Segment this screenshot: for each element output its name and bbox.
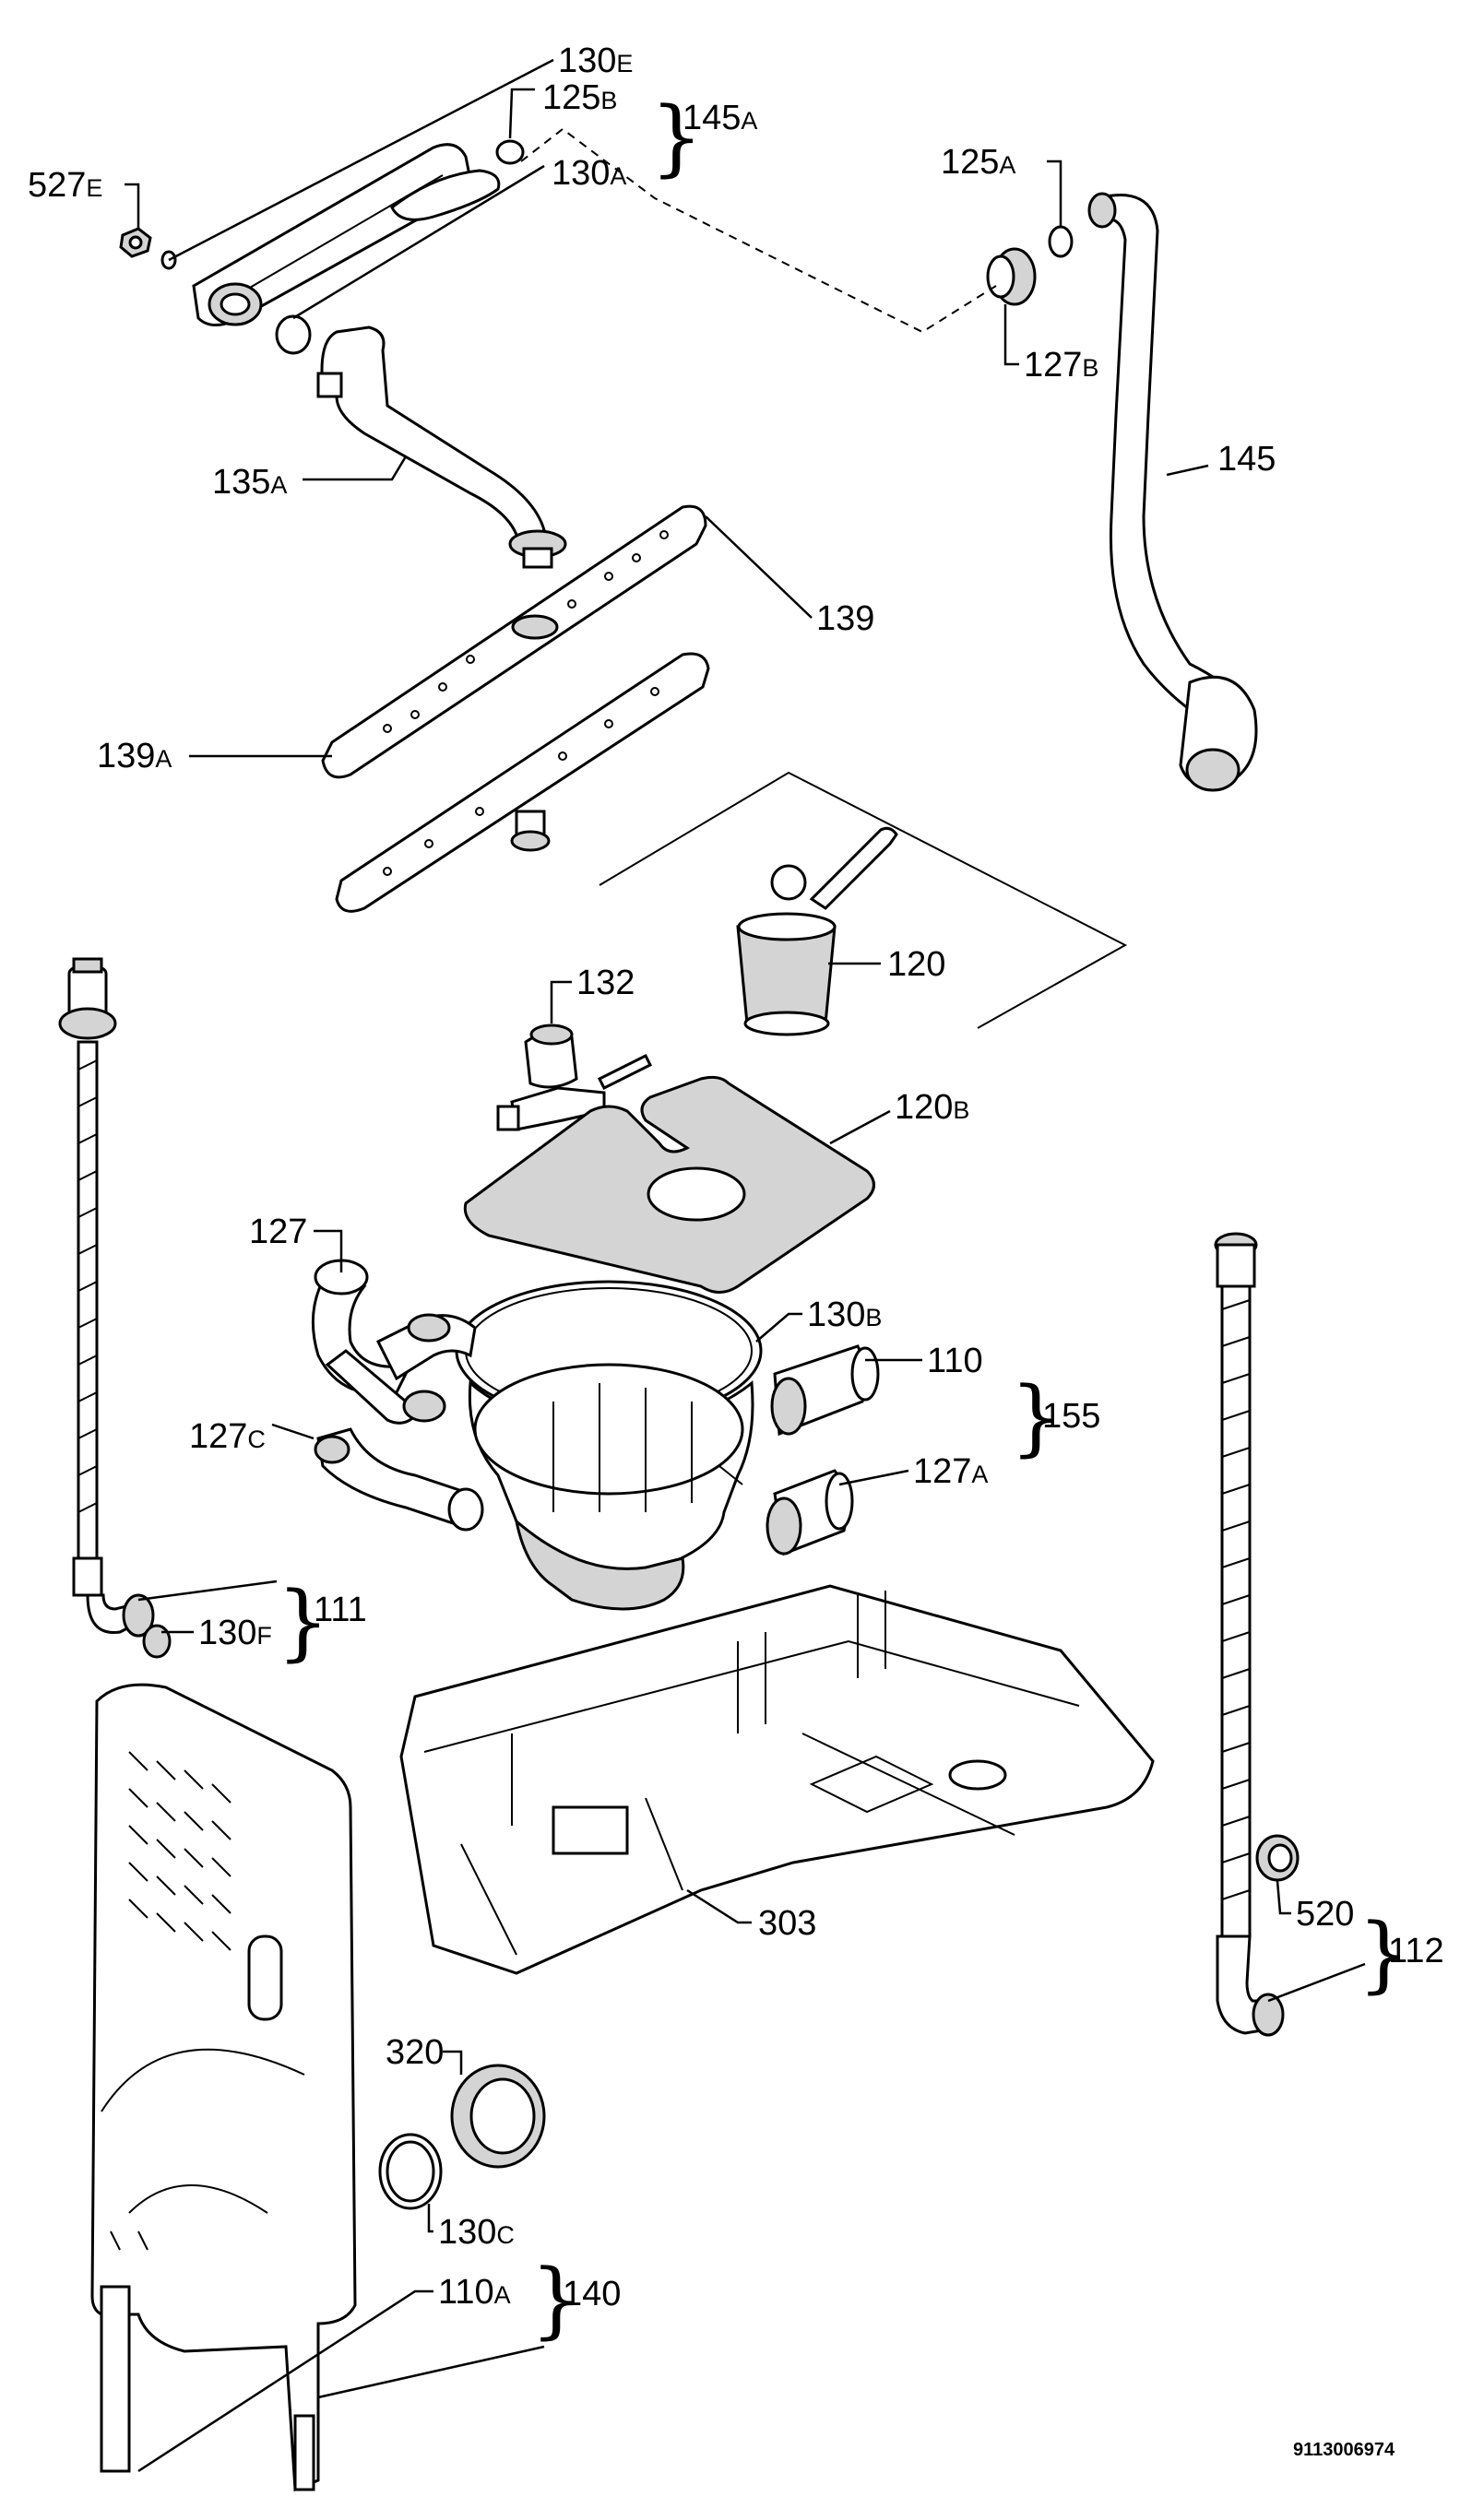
label-130f: 130F xyxy=(198,1614,272,1652)
nut-527e xyxy=(119,227,152,258)
seal-320 xyxy=(450,2064,546,2169)
hose-127 xyxy=(311,1259,477,1425)
label-140: 140 xyxy=(563,2275,621,2313)
filter-plate-120b xyxy=(463,1075,875,1294)
label-127: 127 xyxy=(249,1213,307,1251)
connector-110 xyxy=(770,1344,880,1437)
filter-120 xyxy=(736,826,898,1036)
label-303: 303 xyxy=(758,1904,816,1943)
label-132: 132 xyxy=(576,964,635,1002)
label-130e: 130E xyxy=(558,41,633,80)
label-111: 111 xyxy=(314,1591,367,1629)
seal-125b xyxy=(495,139,525,165)
spray-feed-pipe-135a xyxy=(316,325,567,569)
label-125b: 125B xyxy=(542,78,617,117)
seal-130f xyxy=(142,1624,172,1659)
label-145a: 145A xyxy=(683,99,757,137)
base-303 xyxy=(399,1584,1155,1975)
inlet-hose-111 xyxy=(58,957,155,1638)
label-139a: 139A xyxy=(97,737,172,775)
clamp-520 xyxy=(1255,1834,1300,1882)
label-139: 139 xyxy=(816,599,874,638)
spray-arm-139a xyxy=(321,504,707,779)
label-112: 112 xyxy=(1388,1932,1444,1970)
label-110a: 110A xyxy=(438,2273,511,2312)
brace-111: } xyxy=(277,1574,329,1671)
seal-125a xyxy=(1048,225,1074,258)
sump-assembly xyxy=(455,1280,763,1611)
label-527e: 527E xyxy=(28,166,102,205)
part-labels: 130E 125B 130A } 145A 527E 125A 127B 135… xyxy=(28,41,1444,2460)
brace-112: } xyxy=(1358,1906,1410,2003)
oring-130a xyxy=(275,314,312,355)
label-130b: 130B xyxy=(807,1295,882,1334)
spray-arm-139 xyxy=(335,652,710,913)
label-127b: 127B xyxy=(1024,346,1098,385)
filter-outline xyxy=(599,771,1128,1029)
label-130a: 130A xyxy=(552,154,626,193)
connector-127a xyxy=(766,1469,854,1556)
diagram-code: 9113006974 xyxy=(1293,2440,1395,2460)
label-130c: 130C xyxy=(438,2213,515,2252)
brace-140: } xyxy=(530,2252,583,2348)
label-145: 145 xyxy=(1217,440,1276,479)
brace-155: } xyxy=(1010,1369,1062,1466)
hose-127c xyxy=(314,1427,484,1532)
label-110: 110 xyxy=(927,1342,983,1380)
label-120: 120 xyxy=(887,945,945,984)
drain-hose-145 xyxy=(1087,192,1258,792)
label-520: 520 xyxy=(1296,1895,1354,1934)
label-135a: 135A xyxy=(212,463,287,502)
upper-spray-tube xyxy=(192,143,501,326)
label-320: 320 xyxy=(386,2033,444,2072)
part-132 xyxy=(496,1023,653,1131)
leader-lines xyxy=(125,58,1366,2473)
oring-130c-inner xyxy=(386,2140,435,2203)
drain-hose-112 xyxy=(1214,1232,1285,2037)
label-127a: 127A xyxy=(913,1452,988,1491)
label-155: 155 xyxy=(1042,1397,1100,1436)
brace-145a: } xyxy=(650,89,703,186)
label-125a: 125A xyxy=(941,143,1015,182)
side-panel-140 xyxy=(90,1683,357,2492)
label-127c: 127C xyxy=(189,1417,266,1456)
label-120b: 120B xyxy=(895,1088,969,1127)
connector-127b xyxy=(986,247,1037,306)
